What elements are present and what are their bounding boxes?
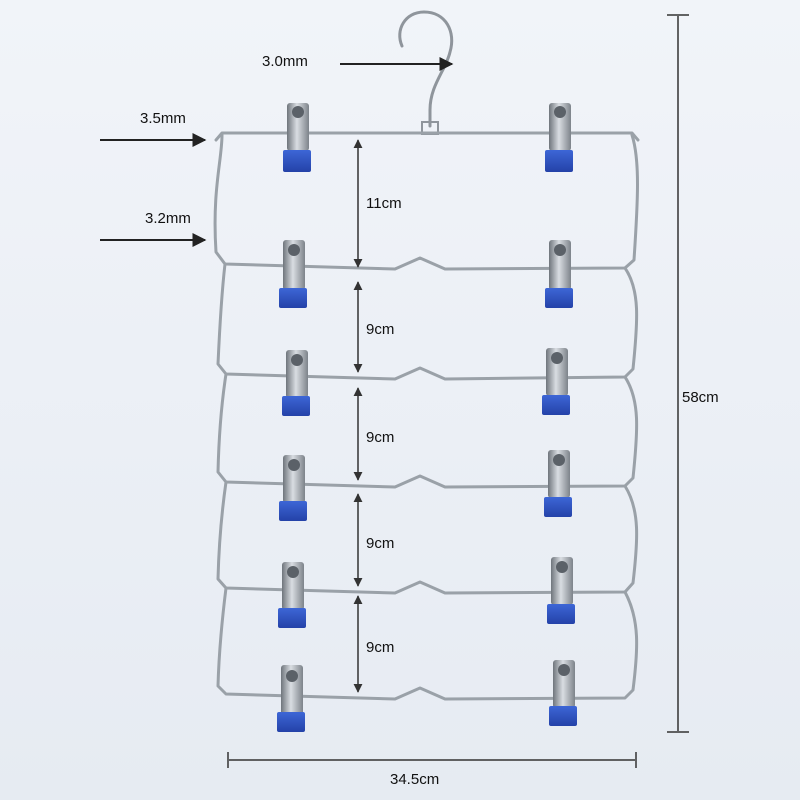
clip-left-3 <box>282 350 310 416</box>
clip-left-1 <box>283 103 311 172</box>
height-dimension <box>667 14 689 733</box>
gap-4-label: 9cm <box>366 535 394 552</box>
gap-1-label: 11cm <box>366 195 402 212</box>
tier-3 <box>216 372 639 489</box>
tier-4 <box>216 480 639 595</box>
hanger-hook <box>398 10 454 128</box>
tier-2 <box>216 262 639 381</box>
gap-5-label: 9cm <box>366 639 394 656</box>
tier-1 <box>213 133 639 271</box>
top-bar <box>214 131 640 142</box>
hook-wire-label: 3.0mm <box>262 53 308 70</box>
gap-3-label: 9cm <box>366 429 394 446</box>
side-wire-label: 3.2mm <box>145 210 191 227</box>
clip-right-1 <box>545 103 573 172</box>
clip-right-3 <box>542 348 570 415</box>
hanger-frame <box>213 131 640 701</box>
clip-left-6 <box>277 665 305 732</box>
clip-left-2 <box>279 240 307 308</box>
width-dimension <box>227 752 637 768</box>
clip-right-5 <box>547 557 575 624</box>
total-height-label: 58cm <box>682 389 719 406</box>
top-bar-wire-label: 3.5mm <box>140 110 186 127</box>
clip-right-6 <box>549 660 577 726</box>
tier-5 <box>216 586 639 701</box>
clips <box>277 103 577 732</box>
total-width-label: 34.5cm <box>390 771 439 788</box>
clip-right-4 <box>544 450 572 517</box>
clip-right-2 <box>545 240 573 308</box>
clip-left-4 <box>279 455 307 521</box>
gap-2-label: 9cm <box>366 321 394 338</box>
wire-arrows <box>100 57 454 247</box>
clip-left-5 <box>278 562 306 628</box>
